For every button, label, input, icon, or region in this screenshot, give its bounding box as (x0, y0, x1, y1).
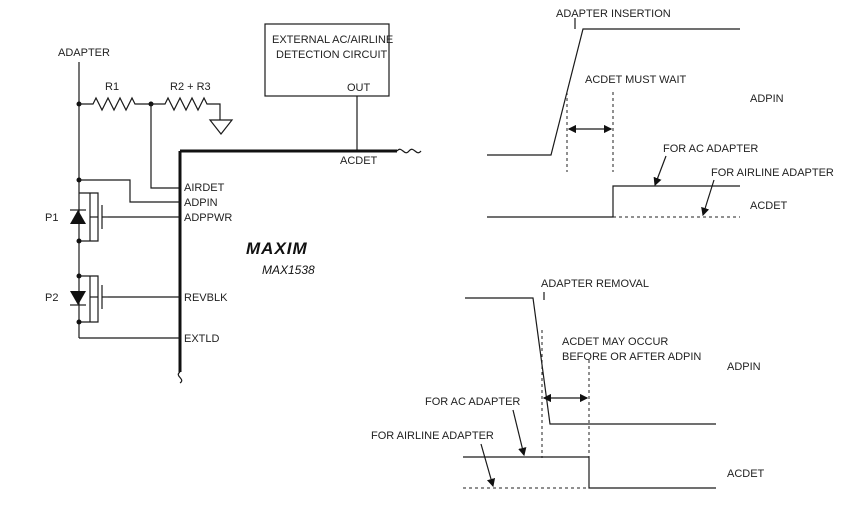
p2-diode-icon (70, 291, 86, 305)
break-symbol (177, 371, 183, 384)
insertion-title: ADAPTER INSERTION (556, 8, 671, 20)
airdet-wire (150, 104, 180, 189)
removal-may-line1: ACDET MAY OCCUR (562, 336, 668, 348)
pin-revblk: REVBLK (184, 292, 228, 304)
ground-icon (208, 119, 234, 135)
removal-timing: ADAPTER REMOVAL ADPIN ACDET MAY OCCUR BE… (371, 278, 765, 489)
removal-ac-label: FOR AC ADAPTER (425, 396, 520, 408)
insertion-wait-label: ACDET MUST WAIT (585, 74, 687, 86)
p2-mosfet: P2 (45, 275, 108, 325)
detector-line2: DETECTION CIRCUIT (276, 49, 388, 61)
detector-line1: EXTERNAL AC/AIRLINE (272, 34, 393, 46)
removal-ac-arrow (512, 409, 527, 457)
r1-label: R1 (105, 81, 119, 93)
removal-acdet-waveform (463, 456, 716, 489)
adpin-wire (79, 179, 180, 203)
removal-adpin-label: ADPIN (727, 361, 761, 373)
p1-mosfet: P1 (45, 192, 108, 244)
p1-label: P1 (45, 212, 58, 224)
insertion-airline-arrow (701, 179, 715, 217)
removal-airline-label: FOR AIRLINE ADAPTER (371, 430, 494, 442)
break-symbol (396, 148, 422, 154)
pin-adppwr: ADPPWR (184, 212, 232, 224)
p2-channel (79, 275, 99, 323)
insertion-airline-label: FOR AIRLINE ADAPTER (711, 167, 834, 179)
detection-circuit-box (264, 23, 390, 97)
pin-adpin: ADPIN (184, 197, 218, 209)
removal-airline-arrow (480, 443, 496, 488)
adapter-label: ADAPTER (58, 47, 110, 59)
detector-out: OUT (347, 82, 371, 94)
insertion-adpin-label: ADPIN (750, 93, 784, 105)
node-dot (76, 238, 82, 244)
insertion-acdet-waveform (487, 185, 740, 218)
resistor-r2-r3 (151, 96, 221, 120)
insertion-ac-arrow (653, 155, 667, 187)
p2-label: P2 (45, 292, 58, 304)
removal-acdet-label: ACDET (727, 468, 765, 480)
node-dot (76, 319, 82, 325)
p1-diode-icon (70, 210, 86, 224)
acdet-pin-label: ACDET (340, 155, 378, 167)
schematic: ADAPTER R1 R2 + R3 EXTERNAL AC/AIRLINE D… (45, 23, 422, 384)
pin-airdet: AIRDET (184, 182, 225, 194)
part-number: MAX1538 (262, 263, 315, 277)
removal-may-line2: BEFORE OR AFTER ADPIN (562, 351, 701, 363)
r23-label: R2 + R3 (170, 81, 211, 93)
insertion-timing: ADAPTER INSERTION ADPIN ACDET MUST WAIT … (487, 8, 834, 218)
maxim-logo: MAXIM (246, 239, 308, 258)
pin-extld: EXTLD (184, 333, 220, 345)
removal-title: ADAPTER REMOVAL (541, 278, 649, 290)
resistor-r1 (79, 96, 151, 112)
insertion-acdet-label: ACDET (750, 200, 788, 212)
insertion-ac-label: FOR AC ADAPTER (663, 143, 758, 155)
